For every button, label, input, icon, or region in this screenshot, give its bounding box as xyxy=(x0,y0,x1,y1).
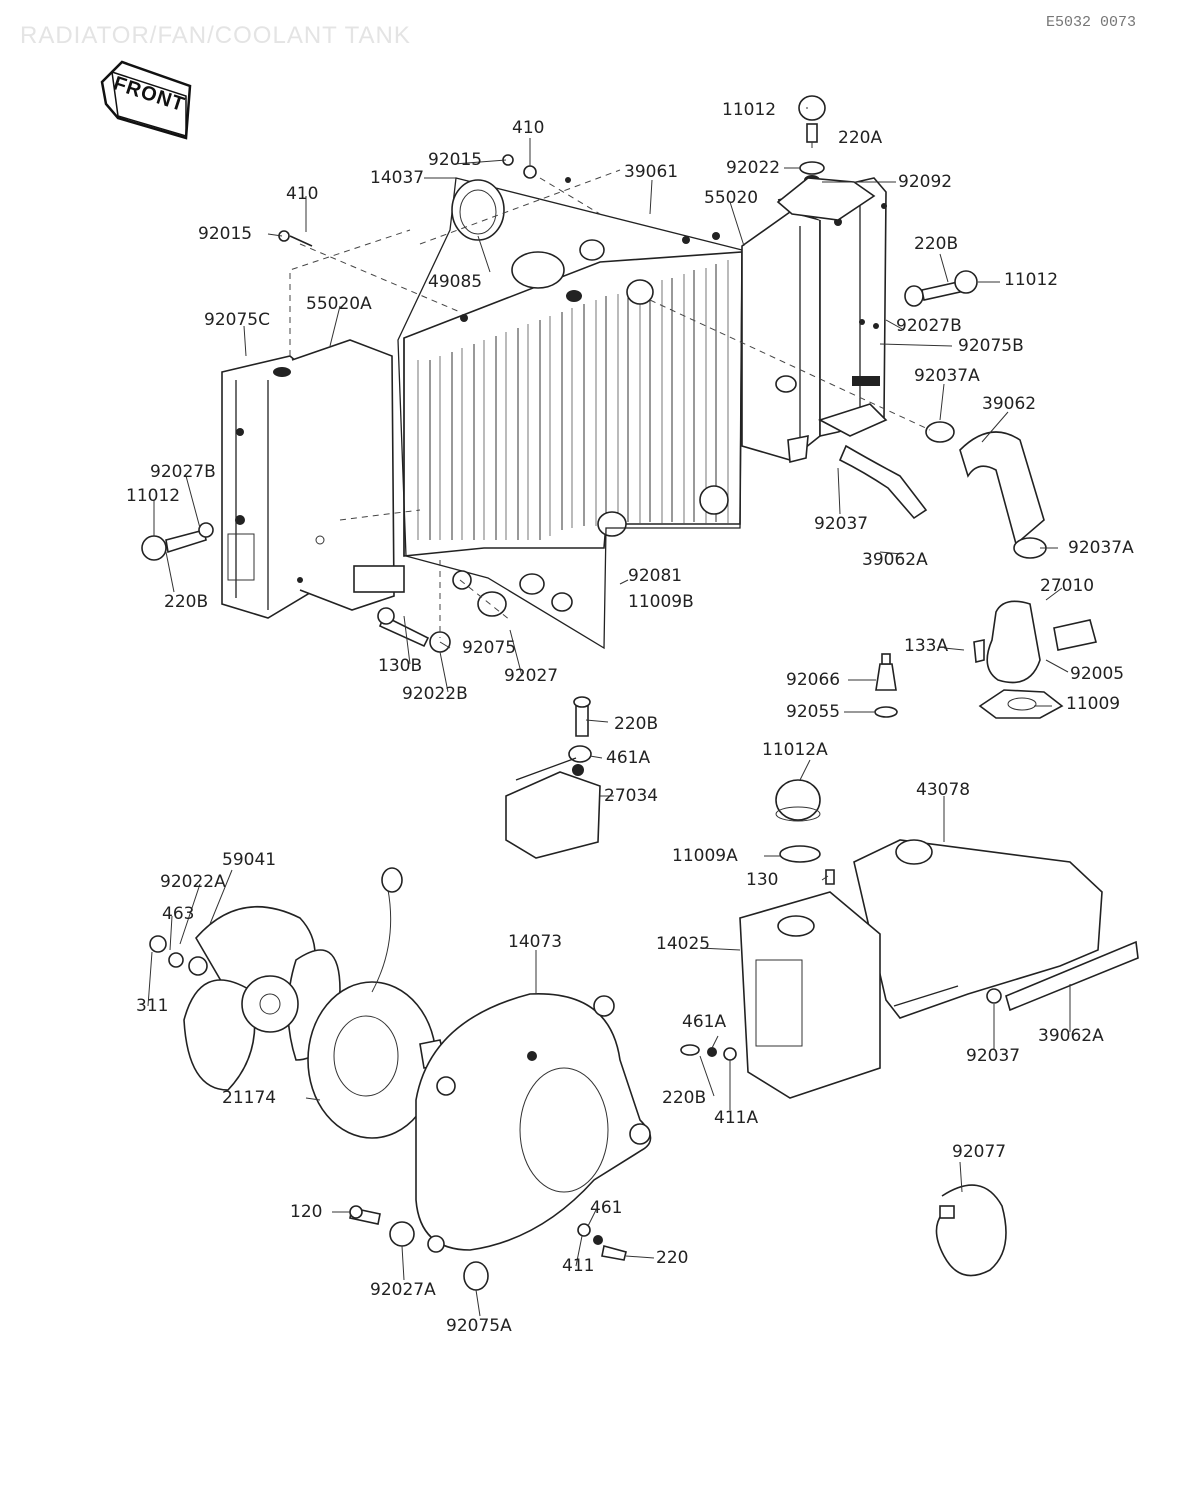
part-label: 92037A xyxy=(914,366,980,386)
part-label: 410 xyxy=(286,184,319,204)
radiator-cap-shape xyxy=(451,179,505,241)
part-label: 220B xyxy=(914,234,959,254)
tank-bolt-set xyxy=(680,1044,737,1061)
part-label: 55020 xyxy=(704,188,759,208)
part-label: 39062A xyxy=(1038,1026,1104,1046)
fan-motor xyxy=(307,867,447,1139)
part-label: 311 xyxy=(136,996,169,1016)
part-label: 92022B xyxy=(402,684,468,704)
part-label: 92075 xyxy=(462,638,517,658)
tank-cap-set xyxy=(775,779,835,885)
thermostat-housing xyxy=(973,600,1097,719)
top-fastener-stack xyxy=(776,95,876,221)
coolant-reserve-tank xyxy=(739,839,1139,1099)
drawing-code: E5032 0073 xyxy=(1046,14,1137,31)
part-label: 11009A xyxy=(672,846,738,866)
part-label: 92022A xyxy=(160,872,226,892)
part-label: 461A xyxy=(682,1012,727,1032)
part-label: 220A xyxy=(838,128,883,148)
part-label: 92027A xyxy=(370,1280,436,1300)
part-label: 463 xyxy=(162,904,195,924)
part-label: 11012 xyxy=(126,486,181,506)
part-label: 92075C xyxy=(204,310,270,330)
part-label: 27034 xyxy=(604,786,659,806)
bracket-plate-outline xyxy=(397,177,743,650)
part-label: 43078 xyxy=(916,780,971,800)
part-label: 39062A xyxy=(862,550,928,570)
front-arrow-icon xyxy=(100,60,192,140)
part-label: 11009 xyxy=(1066,694,1121,714)
part-label: 92075A xyxy=(446,1316,512,1336)
radiator-core xyxy=(403,239,743,557)
part-label: 130 xyxy=(746,870,779,890)
part-label: 92022 xyxy=(726,158,781,178)
part-label: 220B xyxy=(164,592,209,612)
part-label: 92015 xyxy=(428,150,483,170)
temperature-sensor xyxy=(874,653,898,718)
part-label: 461A xyxy=(606,748,651,768)
part-label: 21174 xyxy=(222,1088,277,1108)
part-label: 92077 xyxy=(952,1142,1007,1162)
right-side-tank xyxy=(741,177,888,464)
part-label: 92015 xyxy=(198,224,253,244)
part-label: 411 xyxy=(562,1256,595,1276)
part-label: 27010 xyxy=(1040,576,1095,596)
left-bolt-and-grommet xyxy=(141,522,214,561)
part-label: 49085 xyxy=(428,272,483,292)
part-label: 220 xyxy=(656,1248,689,1268)
left-side-tank xyxy=(221,229,411,619)
part-label: 92027B xyxy=(896,316,962,336)
part-label: 11009B xyxy=(628,592,694,612)
part-label: 39061 xyxy=(624,162,679,182)
part-label: 92027 xyxy=(504,666,559,686)
fan-shroud xyxy=(415,993,652,1253)
part-label: 11012A xyxy=(762,740,828,760)
part-label: 59041 xyxy=(222,850,277,870)
part-label: 130B xyxy=(378,656,423,676)
part-label: 39062 xyxy=(982,394,1037,414)
bottom-mount-hardware xyxy=(339,509,573,653)
page-title: RADIATOR/FAN/COOLANT TANK xyxy=(20,22,411,49)
leader-lines xyxy=(147,107,1071,1317)
fan-nut-set xyxy=(149,935,208,976)
cooling-fan-blade xyxy=(183,906,341,1091)
part-label: 461 xyxy=(590,1198,623,1218)
part-label: 14037 xyxy=(370,168,425,188)
part-label: 220B xyxy=(614,714,659,734)
relay-block xyxy=(505,696,601,859)
part-label: 120 xyxy=(290,1202,323,1222)
part-label: 92037 xyxy=(814,514,869,534)
part-label: 11012 xyxy=(722,100,777,120)
hose-clamp-band xyxy=(935,1184,1007,1277)
part-label: 133A xyxy=(904,636,949,656)
part-label: 92075B xyxy=(958,336,1024,356)
part-label: 55020A xyxy=(306,294,372,314)
part-label: 410 xyxy=(512,118,545,138)
part-label: 14073 xyxy=(508,932,563,952)
part-label: 220B xyxy=(662,1088,707,1108)
part-label: 92081 xyxy=(628,566,683,586)
part-label: 411A xyxy=(714,1108,759,1128)
part-label: 92027B xyxy=(150,462,216,482)
small-bolts-top xyxy=(278,154,720,322)
radiator-hoses xyxy=(649,299,1047,559)
part-label: 92092 xyxy=(898,172,953,192)
part-label: 92005 xyxy=(1070,664,1125,684)
part-label: 92037A xyxy=(1068,538,1134,558)
right-bolt-and-grommet xyxy=(904,270,978,307)
part-label: 11012 xyxy=(1004,270,1059,290)
part-label: 92066 xyxy=(786,670,841,690)
part-label: 14025 xyxy=(656,934,711,954)
part-label: 92055 xyxy=(786,702,841,722)
part-label: 92037 xyxy=(966,1046,1021,1066)
shroud-bolt-set xyxy=(349,1205,627,1291)
